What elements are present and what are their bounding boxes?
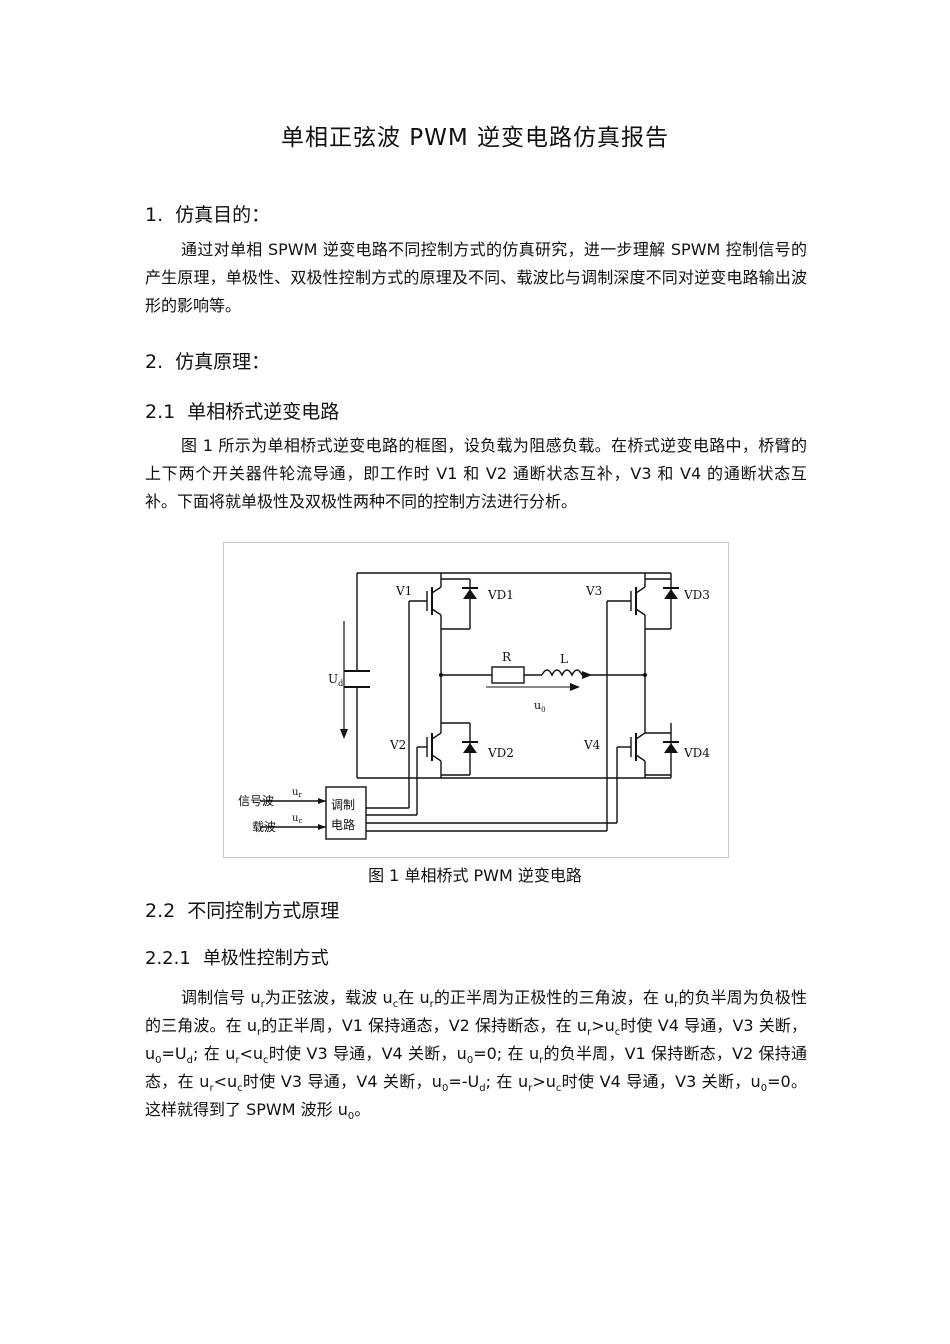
section-title: 单相桥式逆变电路	[187, 401, 340, 423]
load-current-arrowhead	[582, 671, 592, 679]
circuit-figure: V1 VD1 V3 VD3 V2 VD2 V4 VD4 R L Ud u0 信号…	[223, 542, 729, 858]
section-title: 不同控制方式原理	[187, 900, 340, 922]
inductor-l	[541, 669, 583, 677]
section-number: 2.2	[145, 900, 176, 922]
section-number: 1.	[145, 204, 164, 226]
section-number: 2.2.1	[145, 948, 191, 969]
label-v2: V2	[389, 738, 406, 752]
label-r: R	[502, 650, 512, 664]
section-number: 2.	[145, 351, 164, 373]
section-title: 仿真原理：	[175, 351, 271, 373]
label-vd2: VD2	[487, 746, 514, 760]
section-2-1-paragraph: 图 1 所示为单相桥式逆变电路的框图，设负载为阻感负载。在桥式逆变电路中，桥臂的…	[145, 436, 807, 511]
vd3-diode-symbol	[664, 589, 678, 599]
label-signal-wave: 信号波	[238, 794, 274, 808]
section-2-heading: 2. 仿真原理：	[145, 347, 270, 374]
label-vd3: VD3	[683, 588, 710, 602]
section-title: 仿真目的：	[175, 204, 271, 226]
label-vd4: VD4	[683, 746, 710, 760]
label-ud: Ud	[328, 672, 343, 688]
section-2-2-heading: 2.2 不同控制方式原理	[145, 896, 339, 923]
section-2-2-1-heading: 2.2.1 单极性控制方式	[145, 944, 329, 970]
label-l: L	[560, 652, 568, 666]
section-title: 单极性控制方式	[202, 948, 329, 969]
label-v4: V4	[583, 738, 601, 752]
vd1-diode-symbol	[463, 589, 477, 599]
label-v1: V1	[395, 584, 412, 598]
label-control-line1: 调制	[331, 798, 355, 812]
label-carrier-wave: 载波	[252, 820, 276, 834]
section-1-paragraph: 通过对单相 SPWM 逆变电路不同控制方式的仿真研究，进一步理解 SPWM 控制…	[145, 240, 807, 315]
label-v3: V3	[585, 584, 602, 598]
section-number: 2.1	[145, 401, 176, 423]
document-title: 单相正弦波 PWM 逆变电路仿真报告	[280, 125, 670, 151]
u0-arrowhead	[570, 683, 580, 691]
inverter-circuit-diagram: V1 VD1 V3 VD3 V2 VD2 V4 VD4 R L Ud u0 信号…	[238, 572, 710, 840]
control-box	[325, 786, 367, 840]
section-2-2-1-paragraph: 调制信号 ur为正弦波，载波 uc在 ur的正半周为正极性的三角波，在 ur的负…	[145, 988, 808, 1122]
figure-caption: 图 1 单相桥式 PWM 逆变电路	[368, 866, 582, 885]
ud-arrowhead	[340, 729, 348, 739]
resistor-r	[491, 666, 525, 684]
vd2-diode-symbol	[463, 743, 477, 753]
label-control-line2: 电路	[331, 817, 355, 832]
label-vd1: VD1	[487, 588, 514, 602]
vd4-diode-symbol	[664, 743, 678, 753]
label-ur: ur	[292, 787, 302, 799]
label-u0: u0	[534, 699, 546, 714]
label-uc: uc	[292, 813, 302, 825]
section-2-1-heading: 2.1 单相桥式逆变电路	[145, 397, 339, 424]
section-1-heading: 1. 仿真目的：	[145, 200, 270, 227]
